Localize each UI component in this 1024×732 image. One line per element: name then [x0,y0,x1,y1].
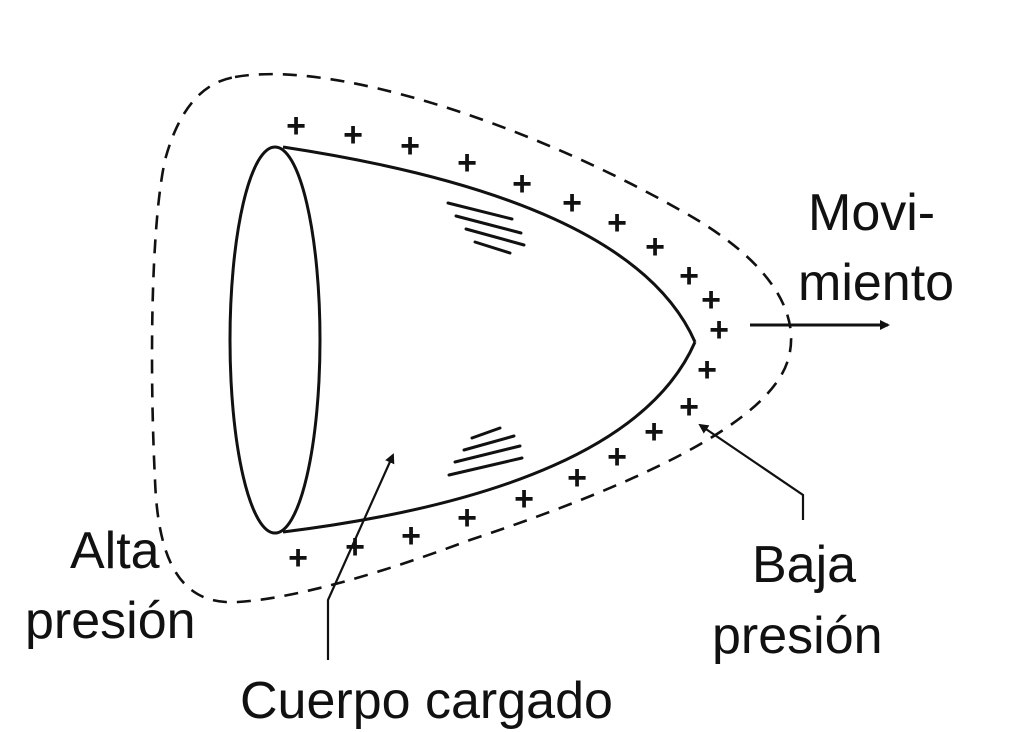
lower-shading-strokes [447,426,524,477]
charged-body-lower-edge [282,341,697,534]
charged-body-upper-edge [282,145,697,343]
low-pressure-label-line2: presión [712,607,883,665]
positive-charge-symbol: + [645,228,665,266]
charged-body-leader-arrow [326,453,395,660]
charged-body-label: Cuerpo cargado [240,672,613,730]
positive-charge-symbol: + [697,351,717,389]
positive-charge-symbol: + [400,127,420,165]
positive-charge-symbol: + [562,184,582,222]
positive-charge-symbol: + [512,165,532,203]
high-pressure-label-line2: presión [25,592,196,650]
pressure-boundary-dashed [150,72,793,604]
positive-charge-symbol: + [701,281,721,319]
positive-charge-symbol: + [679,257,699,295]
positive-charges: +++++++++++++++++++++ [286,107,729,577]
positive-charge-symbol: + [288,539,308,577]
positive-charge-symbol: + [343,116,363,154]
positive-charge-symbol: + [709,311,729,349]
positive-charge-symbol: + [401,517,421,555]
positive-charge-symbol: + [457,499,477,537]
movement-label-line1: Movi- [808,184,935,242]
high-pressure-label-line1: Alta [70,522,160,580]
positive-charge-symbol: + [607,204,627,242]
positive-charge-symbol: + [567,459,587,497]
low-pressure-label-line1: Baja [752,536,856,594]
low-pressure-leader-arrow [698,423,805,520]
positive-charge-symbol: + [607,438,627,476]
upper-shading-strokes [446,201,526,255]
charged-body-base-ellipse [228,145,322,535]
positive-charge-symbol: + [457,144,477,182]
movement-label-line2: miento [798,254,954,312]
positive-charge-symbol: + [345,528,365,566]
positive-charge-symbol: + [514,480,534,518]
positive-charge-symbol: + [644,413,664,451]
positive-charge-symbol: + [286,107,306,145]
positive-charge-symbol: + [679,388,699,426]
